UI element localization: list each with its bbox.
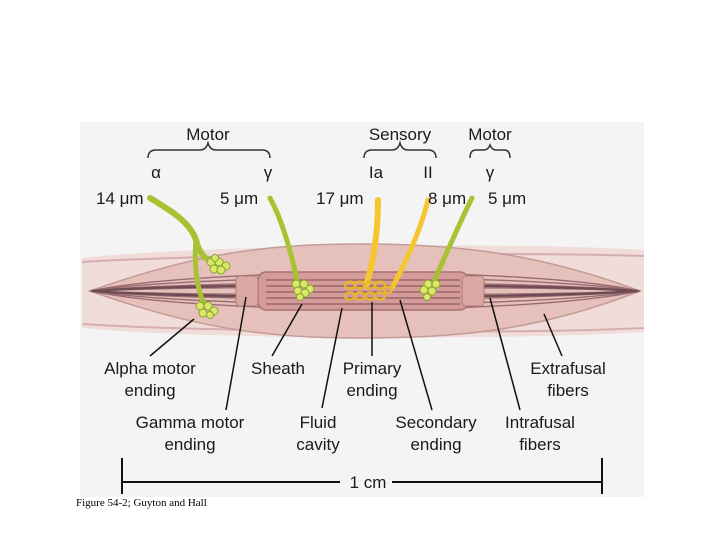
primary-ending-label-2: ending xyxy=(346,381,397,400)
ia-fiber-size: 17 μm xyxy=(316,189,364,208)
extrafusal-fibers-label-2: fibers xyxy=(547,381,589,400)
motor-right-header: Motor xyxy=(468,125,512,144)
sheath-end-left xyxy=(235,275,259,307)
alpha-motor-leader xyxy=(149,318,195,357)
sheath-end-right xyxy=(461,275,485,307)
gamma-motor-ending-left xyxy=(291,279,315,301)
motor-left-brace xyxy=(147,140,271,159)
intrafusal-leader xyxy=(489,297,521,411)
secondary-ending-label: Secondary xyxy=(395,413,477,432)
alpha-motor-ending-lower xyxy=(195,301,219,319)
header-braces xyxy=(147,140,511,159)
sensory-brace xyxy=(363,140,437,159)
alpha-fiber-size: 14 μm xyxy=(96,189,144,208)
intrafusal-fibers-label: Intrafusal xyxy=(505,413,575,432)
gamma-motor-ending-label-2: ending xyxy=(164,435,215,454)
alpha-motor-ending-upper xyxy=(206,254,231,275)
sheath-leader xyxy=(271,303,303,357)
motor-left-header: Motor xyxy=(186,125,230,144)
ii-sensory-nerve xyxy=(389,197,431,291)
gamma-right-fiber-size: 5 μm xyxy=(488,189,526,208)
gamma-symbol-left: γ xyxy=(264,163,273,182)
ia-symbol: Ia xyxy=(369,163,384,182)
gamma-motor-leader xyxy=(225,296,247,411)
sensory-header: Sensory xyxy=(369,125,432,144)
extrafusal-leader xyxy=(543,313,563,357)
primary-ending xyxy=(343,280,394,301)
gamma-motor-ending-right xyxy=(419,279,441,301)
gamma-motor-nerve-left xyxy=(267,195,301,287)
fluid-cavity-label-2: cavity xyxy=(296,435,340,454)
primary-ending-label: Primary xyxy=(343,359,402,378)
motor-right-brace xyxy=(469,142,511,159)
scale-bar-label: 1 cm xyxy=(350,473,387,492)
fluid-cavity-leader xyxy=(321,307,343,409)
extrafusal-fibers-label: Extrafusal xyxy=(530,359,606,378)
alpha-motor-ending-label-2: ending xyxy=(124,381,175,400)
sheath-label: Sheath xyxy=(251,359,305,378)
ia-sensory-nerve xyxy=(363,197,381,289)
ii-fiber-size: 8 μm xyxy=(428,189,466,208)
alpha-motor-ending-label: Alpha motor xyxy=(104,359,196,378)
gamma-symbol-right: γ xyxy=(486,163,495,182)
secondary-ending-leader xyxy=(399,299,433,411)
intrafusal-fibers-label-2: fibers xyxy=(519,435,561,454)
gamma-motor-ending-label: Gamma motor xyxy=(136,413,245,432)
secondary-ending-label-2: ending xyxy=(410,435,461,454)
alpha-symbol: α xyxy=(151,163,161,182)
fluid-cavity-label: Fluid xyxy=(300,413,337,432)
ii-symbol: II xyxy=(423,163,432,182)
figure-caption: Figure 54-2; Guyton and Hall xyxy=(76,497,207,509)
alpha-motor-nerve-branch xyxy=(192,237,207,307)
gamma-motor-nerve-right xyxy=(429,195,475,289)
leader-lines xyxy=(149,296,563,411)
gamma-left-fiber-size: 5 μm xyxy=(220,189,258,208)
scale-bar xyxy=(121,458,603,494)
